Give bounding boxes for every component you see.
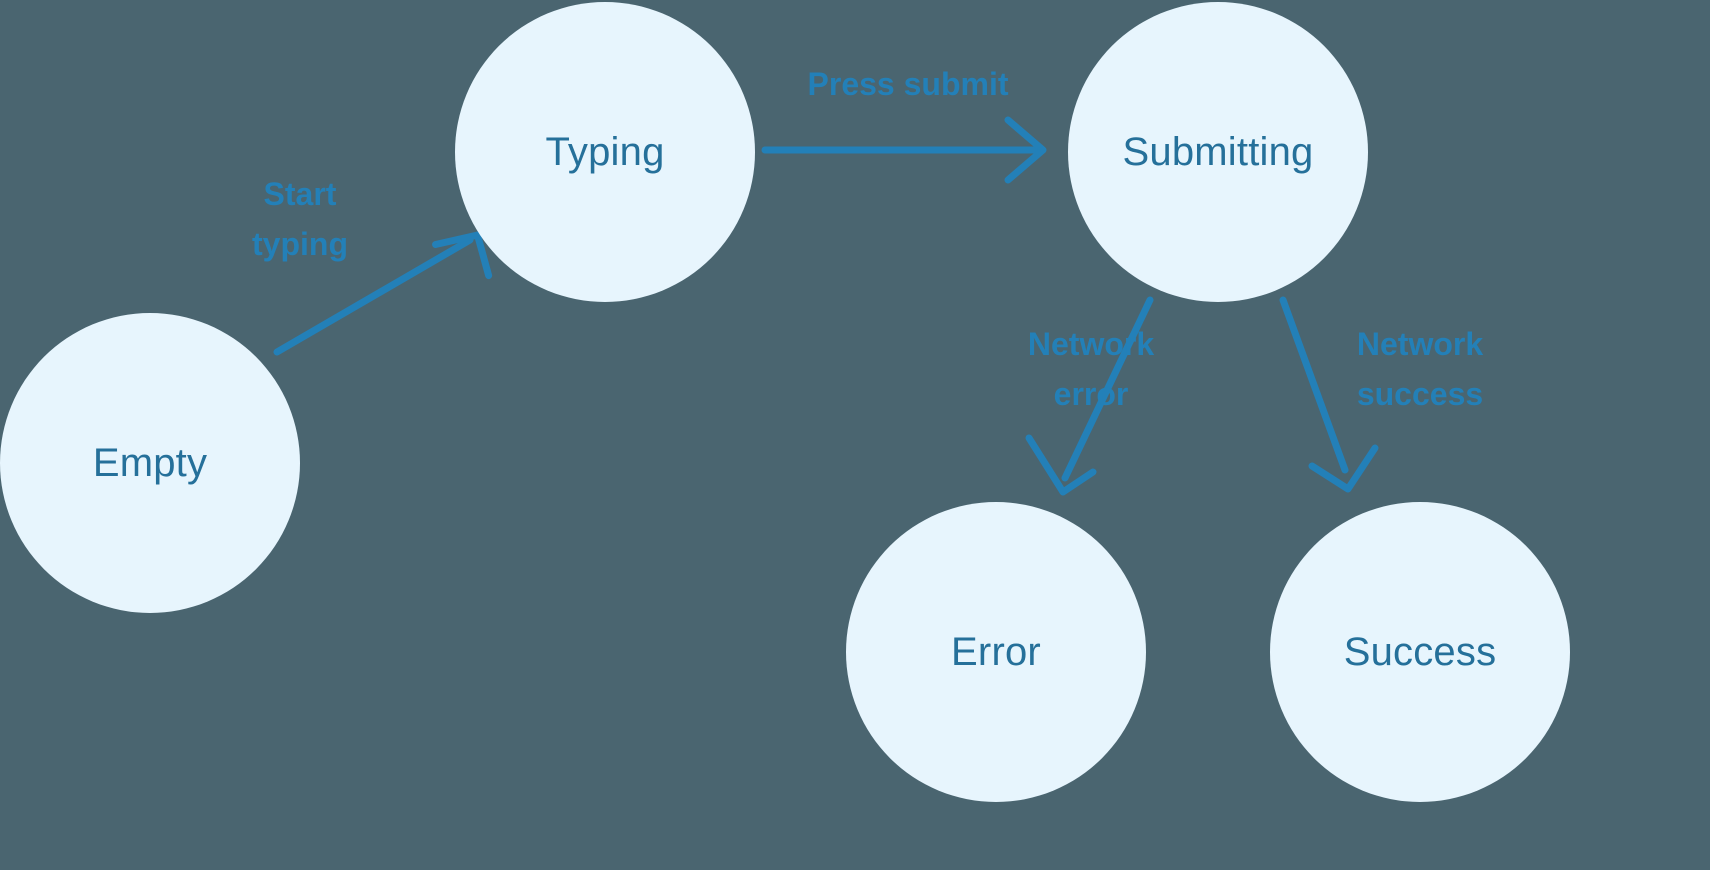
edge-empty-to-typing bbox=[273, 231, 493, 356]
state-node-submitting[interactable]: Submitting bbox=[1068, 2, 1368, 302]
edge-submitting-to-success bbox=[1279, 296, 1379, 493]
state-node-empty[interactable]: Empty bbox=[0, 313, 300, 613]
state-node-empty-label: Empty bbox=[92, 440, 208, 485]
state-node-typing-label: Typing bbox=[545, 129, 665, 174]
state-node-error-label: Error bbox=[951, 629, 1041, 674]
state-node-submitting-label: Submitting bbox=[1122, 129, 1314, 174]
state-node-error[interactable]: Error bbox=[846, 502, 1146, 802]
state-node-typing[interactable]: Typing bbox=[455, 2, 755, 302]
edge-submitting-to-error bbox=[1025, 296, 1154, 496]
state-node-success[interactable]: Success bbox=[1270, 502, 1570, 802]
edge-typing-to-submitting bbox=[761, 116, 1047, 184]
state-node-success-label: Success bbox=[1343, 629, 1497, 674]
